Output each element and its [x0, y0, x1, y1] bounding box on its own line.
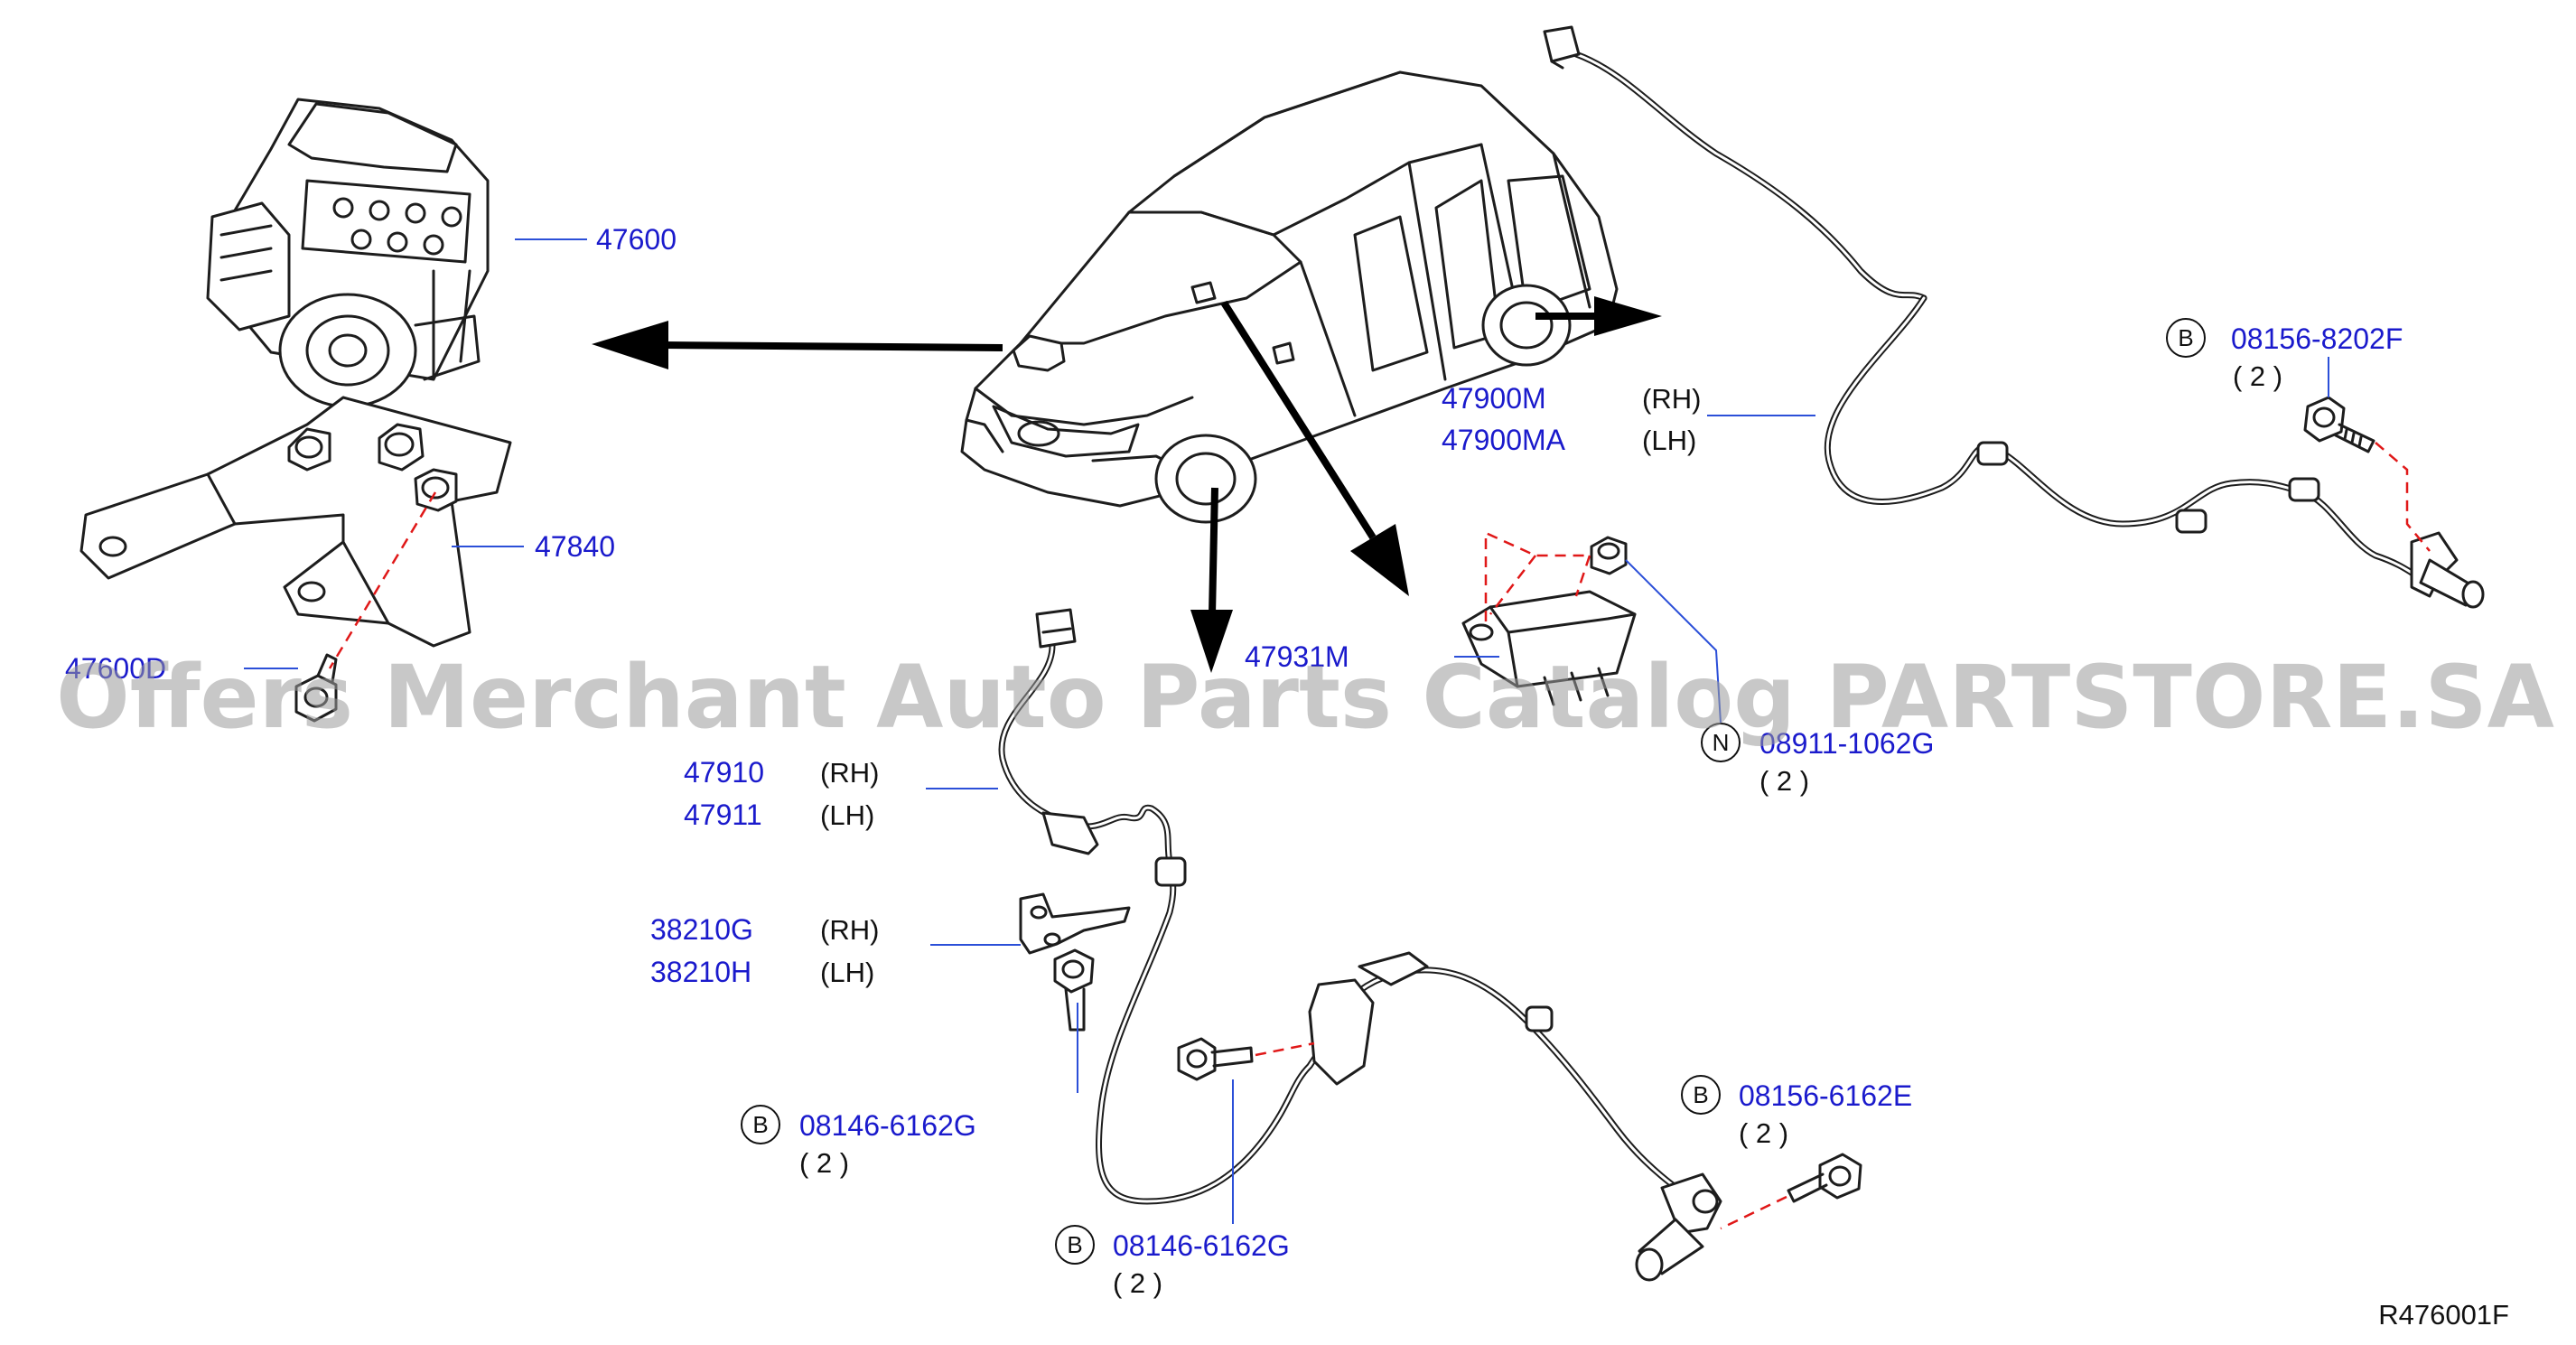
callout-prefix-b2: B [752, 1111, 768, 1138]
side-label-38210G: (RH) [820, 914, 879, 946]
callout-prefix-b4: B [1693, 1081, 1708, 1108]
callout-circle-B [1055, 1225, 1095, 1265]
watermark-text: Offers Merchant Auto Parts Catalog PARTS… [56, 647, 2554, 748]
part-number-38210H[interactable]: 38210H [650, 956, 751, 988]
callout-prefix-b1: B [2178, 324, 2193, 351]
guide-rear-bolt [2375, 442, 2431, 552]
part-number-47900M[interactable]: 47900M [1442, 382, 1546, 415]
guide-yaw-nut-2 [1489, 555, 1536, 615]
callout-circle-B [741, 1105, 780, 1144]
part-number-08146-6162G-b[interactable]: 08146-6162G [1113, 1229, 1290, 1262]
part-number-47931M[interactable]: 47931M [1245, 640, 1349, 673]
guide-yaw-nut [1484, 531, 1590, 621]
callout-circle-N [1701, 723, 1741, 762]
rear-sensor-harness-drawing [1543, 25, 2485, 609]
side-label-47900M: (RH) [1642, 383, 1701, 415]
callout-circle-B [2166, 318, 2206, 358]
part-number-47600D[interactable]: 47600D [65, 652, 166, 685]
side-label-38210H: (LH) [820, 957, 874, 988]
side-label-47911: (LH) [820, 799, 874, 831]
front-sensor-bolt-drawing [1787, 1153, 1862, 1203]
qty-08156-6162E: ( 2 ) [1739, 1117, 1788, 1149]
bracket-bolt-drawing [294, 653, 338, 723]
callout-prefix-b3: B [1067, 1231, 1082, 1258]
rear-sensor-bolt-drawing [2303, 396, 2375, 453]
location-arrows [592, 296, 1662, 673]
qty-08156-8202F: ( 2 ) [2233, 360, 2282, 392]
front-bracket-bolt-drawing [1053, 948, 1095, 1032]
qty-08911-1062G: ( 2 ) [1759, 765, 1809, 797]
qty-08146-6162G-a: ( 2 ) [799, 1147, 849, 1179]
sensor-bracket-drawing [1019, 892, 1131, 955]
diagram-reference: R476001F [2378, 1299, 2509, 1331]
qty-08146-6162G-b: ( 2 ) [1113, 1267, 1162, 1299]
side-label-47900MA: (LH) [1642, 425, 1696, 456]
part-number-47911[interactable]: 47911 [684, 799, 762, 831]
part-number-47900MA[interactable]: 47900MA [1442, 424, 1566, 456]
callout-circle-B [1681, 1075, 1721, 1115]
callout-prefix-n: N [1713, 729, 1730, 756]
part-number-08911-1062G[interactable]: 08911-1062G [1759, 727, 1934, 760]
leader-08911-1062G [1625, 559, 1722, 724]
guide-yaw-nut-3 [1574, 555, 1591, 597]
part-number-38210G[interactable]: 38210G [650, 913, 753, 946]
guide-front-bolt [1720, 1195, 1787, 1230]
part-number-47600[interactable]: 47600 [596, 223, 677, 256]
part-number-08146-6162G-a[interactable]: 08146-6162G [799, 1109, 976, 1142]
guide-clip-bolt [1255, 1041, 1315, 1057]
guide-bracket-bolt [328, 491, 437, 669]
side-label-47910: (RH) [820, 757, 879, 789]
vehicle-drawing [960, 70, 1619, 524]
part-number-47910[interactable]: 47910 [684, 756, 764, 789]
front-sensor-harness-drawing [998, 608, 1722, 1282]
front-clip-bolt-drawing [1177, 1037, 1254, 1081]
part-number-47840[interactable]: 47840 [535, 530, 615, 563]
part-number-08156-6162E[interactable]: 08156-6162E [1739, 1079, 1912, 1112]
abs-actuator-drawing [206, 98, 490, 408]
part-number-08156-8202F[interactable]: 08156-8202F [2231, 322, 2403, 355]
bracket-drawing [79, 396, 512, 648]
yaw-sensor-drawing [1461, 536, 1637, 706]
